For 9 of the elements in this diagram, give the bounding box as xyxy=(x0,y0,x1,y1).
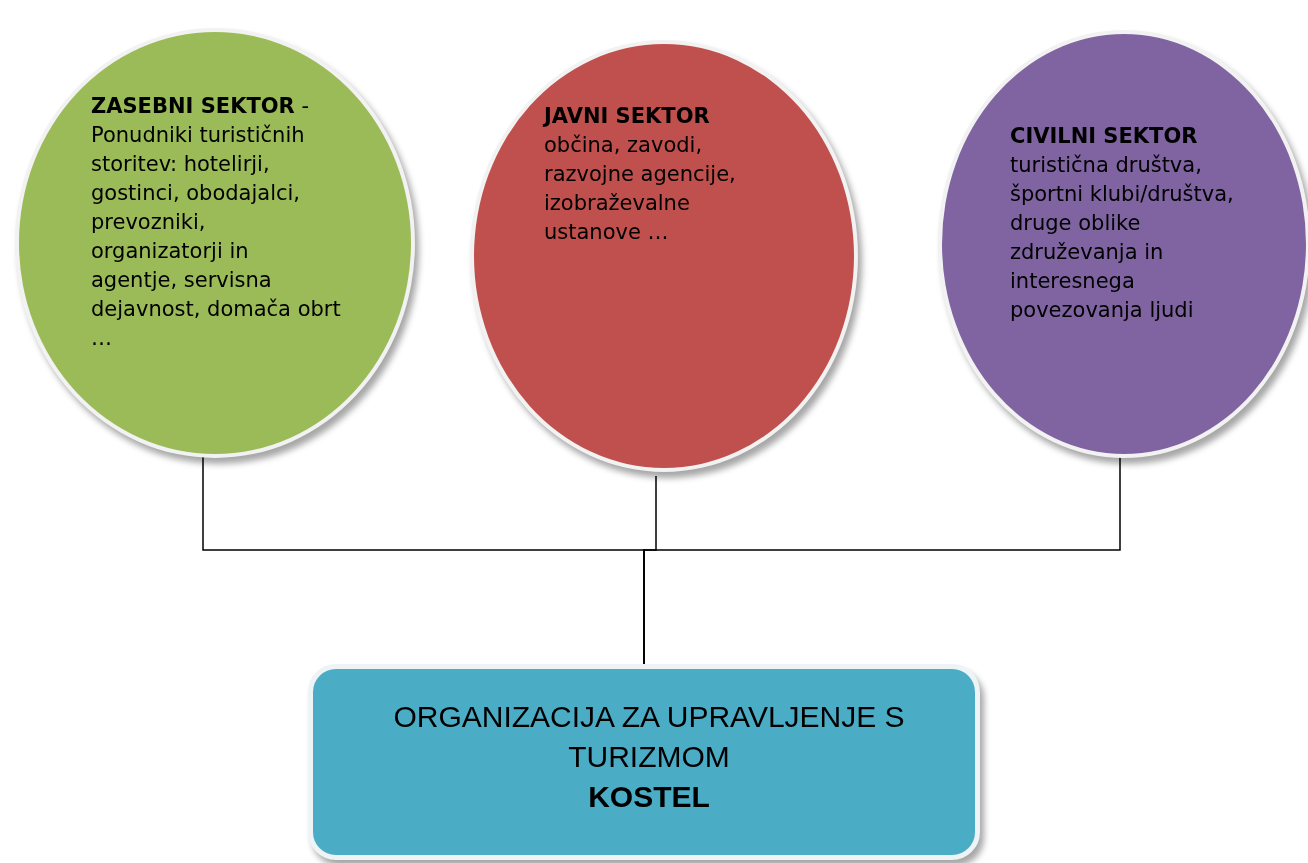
sector-description: ZASEBNI SEKTOR - Ponudniki turističnih storitev: hotelirji, gostinci, obodajalci, prevozniki, organizatorji in agentje, servisna dejavnost, domača obrt … xyxy=(91,93,341,352)
connector-line xyxy=(643,455,1121,665)
sector-description: občina, zavodi, razvojne agencije, izobraževalne ustanove … xyxy=(544,132,737,246)
sector-description: turistična društva, športni klubi/društva, druge oblike združevanja in interesnega povezovanja ljudi xyxy=(1010,152,1235,324)
sector-heading: JAVNI SEKTOR xyxy=(544,103,711,130)
organization-box xyxy=(308,664,980,860)
organization-title: ORGANIZACIJA ZA UPRAVLJENJE S TURIZMOM xyxy=(392,699,906,775)
organization-name: KOSTEL xyxy=(587,779,711,815)
sector-heading: CIVILNI SEKTOR xyxy=(1010,123,1199,150)
